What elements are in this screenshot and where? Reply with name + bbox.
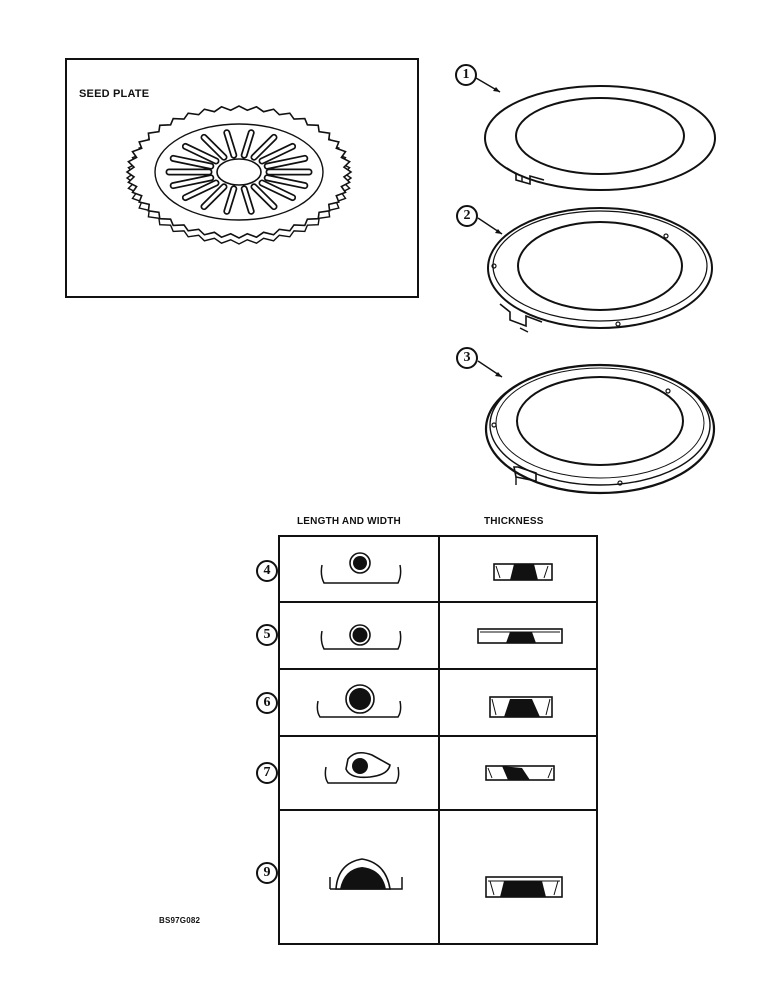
- row-5-thickness: [477, 628, 563, 644]
- callout-3-label: 3: [463, 350, 471, 365]
- header-length-width: LENGTH AND WIDTH: [297, 516, 401, 527]
- ring-3-illustration: [484, 363, 716, 495]
- callout-2-label: 2: [463, 208, 471, 223]
- row-5-length-width: [320, 624, 402, 650]
- callout-6: 6: [256, 692, 278, 714]
- callout-5: 5: [256, 624, 278, 646]
- cell-comparison-table: 4 5 6 7 9: [256, 535, 598, 945]
- header-thickness: THICKNESS: [484, 516, 544, 527]
- callout-5-label: 5: [263, 627, 271, 642]
- row-4-thickness: [493, 563, 553, 581]
- leader-2: [477, 217, 503, 235]
- callout-3: 3: [456, 347, 478, 369]
- seed-plate-title: SEED PLATE: [79, 88, 150, 100]
- row-6-thickness: [489, 696, 553, 718]
- seed-plate-panel: SEED PLATE: [65, 58, 419, 298]
- ring-1-illustration: [484, 85, 716, 191]
- row-7-thickness: [485, 765, 555, 781]
- figure-id: BS97G082: [159, 916, 201, 925]
- callout-4: 4: [256, 560, 278, 582]
- table-grid: [278, 535, 598, 945]
- callout-2: 2: [456, 205, 478, 227]
- callout-6-label: 6: [263, 695, 271, 710]
- ring-2-illustration: [487, 207, 713, 333]
- callout-9-label: 9: [263, 865, 271, 880]
- callout-4-label: 4: [263, 563, 271, 578]
- seed-plate-illustration: [125, 105, 353, 245]
- seed-plate-drawing: [125, 105, 353, 245]
- callout-1-label: 1: [462, 67, 470, 82]
- leader-1: [475, 77, 501, 93]
- callout-7-label: 7: [263, 765, 271, 780]
- row-9-length-width: [329, 858, 403, 890]
- callout-1: 1: [455, 64, 477, 86]
- row-7-length-width: [324, 751, 400, 784]
- callout-7: 7: [256, 762, 278, 784]
- row-4-length-width: [320, 552, 402, 584]
- callout-9: 9: [256, 862, 278, 884]
- leader-3: [477, 360, 503, 378]
- row-9-thickness: [485, 876, 563, 898]
- row-6-length-width: [316, 684, 402, 718]
